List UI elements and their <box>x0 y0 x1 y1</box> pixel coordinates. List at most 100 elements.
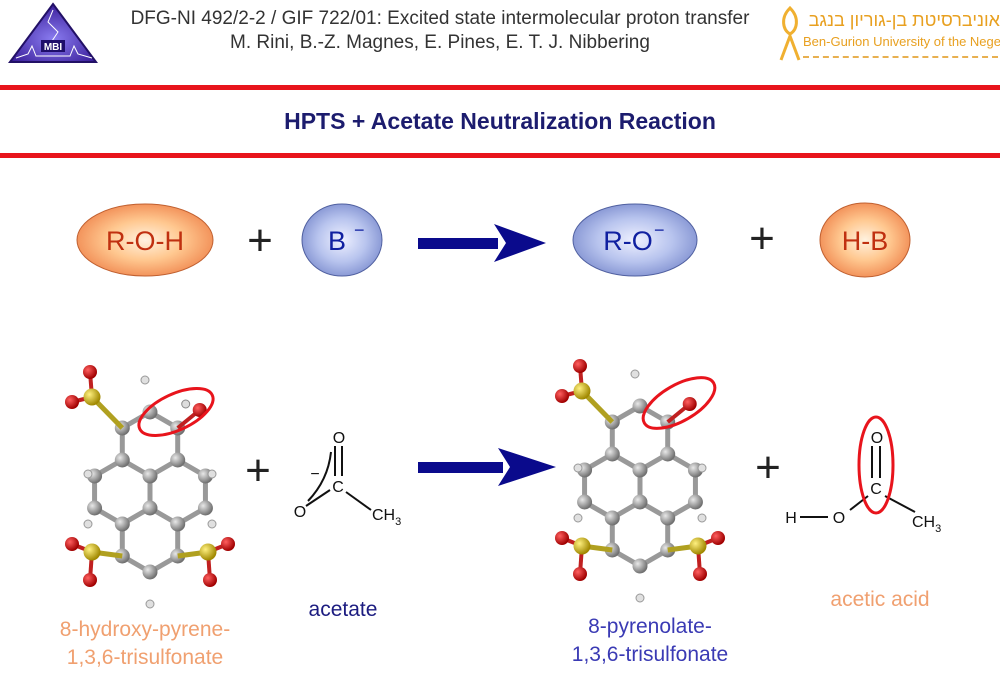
carbon-atom <box>114 516 130 532</box>
oxygen-atom <box>83 573 97 587</box>
hydrogen-atom <box>697 463 707 473</box>
hydrogen-atom <box>181 399 191 409</box>
base-label: B <box>328 226 346 256</box>
oxygen-atom <box>693 567 707 581</box>
bgu-logo: אוניברסיטת בן-גוריון בנגב Ben-Gurion Uni… <box>775 4 1000 64</box>
acetate-structure: O C O − CH3 <box>294 430 401 528</box>
carbon-atom <box>604 446 620 462</box>
top-divider <box>0 85 1000 90</box>
oxygen-atom <box>711 531 725 545</box>
carbon-atom <box>632 558 648 574</box>
oxygen-atom <box>573 567 587 581</box>
plus-sign: + <box>755 443 781 492</box>
bgu-english: Ben-Gurion University of the Negev <box>803 34 1000 49</box>
pyrenolate-label-line2: 1,3,6-trisulfonate <box>571 643 729 666</box>
bgu-emblem-icon <box>779 5 801 61</box>
atom-o: O <box>294 504 306 521</box>
plus-sign: + <box>247 216 273 265</box>
co-highlight <box>857 415 895 515</box>
reactant-roh: R-O-H <box>76 203 214 277</box>
hydrogen-atom <box>207 519 217 529</box>
carbon-atom <box>197 500 213 516</box>
carbon-atom <box>632 398 648 414</box>
carbon-atom <box>142 564 158 580</box>
charge: − <box>310 466 319 483</box>
hydrogen-atom <box>635 593 645 603</box>
bgu-underline <box>803 56 998 58</box>
carbon-atom <box>632 462 648 478</box>
reaction-arrow-top <box>418 224 546 262</box>
atom-c: C <box>870 481 882 498</box>
product-hb: H-B <box>819 202 911 278</box>
plus-sign: + <box>245 446 271 495</box>
sulfur-atom <box>573 382 591 400</box>
carbon-atom <box>660 510 676 526</box>
acetic-acid-structure: O C O H CH3 <box>785 415 941 535</box>
atom-o: O <box>833 510 845 527</box>
reaction-arrow-bottom <box>418 448 556 486</box>
hydrogen-atom <box>83 469 93 479</box>
carbon-atom <box>170 516 186 532</box>
header-line1: DFG-NI 492/2-2 / GIF 722/01: Excited sta… <box>130 8 750 29</box>
atom-ch3: CH3 <box>372 507 401 528</box>
carbon-atom <box>660 446 676 462</box>
hydrogen-atom <box>140 375 150 385</box>
oxygen-atom <box>65 537 79 551</box>
sulfur-atom <box>199 543 217 561</box>
pyrenolate-molecule <box>555 359 725 603</box>
oxygen-atom <box>83 365 97 379</box>
oxygen-atom <box>221 537 235 551</box>
hpts-molecule <box>65 365 235 609</box>
oh-highlight <box>137 387 215 437</box>
oxygen-atom <box>555 389 569 403</box>
o-highlight <box>641 376 717 430</box>
ro-label: R-O <box>603 226 653 256</box>
oxygen-atom <box>203 573 217 587</box>
roh-label: R-O-H <box>106 226 184 256</box>
carbon-atom <box>170 452 186 468</box>
hydrogen-atom <box>573 513 583 523</box>
slide-title: HPTS + Acetate Neutralization Reaction <box>284 108 716 134</box>
oxygen-atom <box>65 395 79 409</box>
ro-charge: − <box>654 220 665 240</box>
oxygen-atom <box>682 397 697 411</box>
hpts-label-line2: 1,3,6-trisulfonate <box>66 646 224 669</box>
pyrenolate-label-line1: 8-pyrenolate- <box>588 615 712 638</box>
atom-o: O <box>871 430 883 447</box>
sulfur-atom <box>689 537 707 555</box>
reactant-base: B − <box>301 203 383 277</box>
bgu-hebrew: אוניברסיטת בן-גוריון בנגב <box>808 10 1000 30</box>
carbon-atom <box>687 494 703 510</box>
sulfur-atom <box>83 388 101 406</box>
hydrogen-atom <box>207 469 217 479</box>
oxygen-atom <box>555 531 569 545</box>
carbon-atom <box>142 500 158 516</box>
mbi-logo: MBI <box>8 2 98 63</box>
atom-o: O <box>333 430 345 447</box>
carbon-atom <box>604 510 620 526</box>
bottom-divider <box>0 153 1000 158</box>
product-ro: R-O − <box>572 203 698 277</box>
atom-ch3: CH3 <box>912 514 941 535</box>
hydrogen-atom <box>697 513 707 523</box>
hydrogen-atom <box>83 519 93 529</box>
carbon-atom <box>577 494 593 510</box>
carbon-atom <box>632 494 648 510</box>
atom-c: C <box>332 479 344 496</box>
atom-h: H <box>785 510 797 527</box>
carbon-atom <box>87 500 103 516</box>
acetic-acid-label: acetic acid <box>830 588 930 611</box>
hydrogen-atom <box>630 369 640 379</box>
hpts-label-line1: 8-hydroxy-pyrene- <box>59 618 231 641</box>
sulfur-atom <box>573 537 591 555</box>
base-charge: − <box>354 220 365 240</box>
header-line2: M. Rini, B.-Z. Magnes, E. Pines, E. T. J… <box>230 32 650 53</box>
oxygen-atom <box>573 359 587 373</box>
carbon-atom <box>142 404 158 420</box>
hydrogen-atom <box>573 463 583 473</box>
plus-sign: + <box>749 214 775 263</box>
sulfur-atom <box>83 543 101 561</box>
acetate-label: acetate <box>308 598 378 621</box>
